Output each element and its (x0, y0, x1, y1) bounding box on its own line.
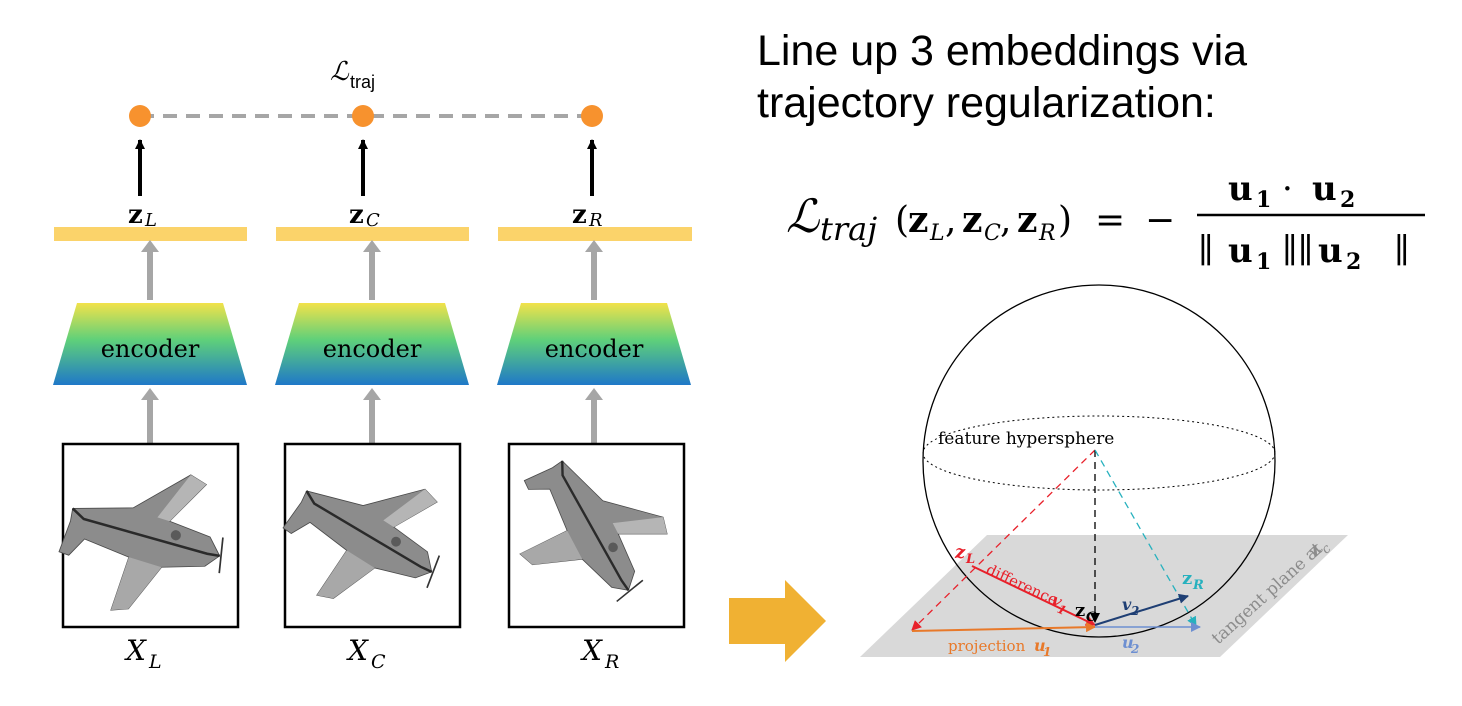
encoder-right (497, 303, 691, 385)
vector-v1 (971, 565, 1096, 626)
encoder-center-label: encoder (323, 335, 422, 363)
x-left-sub: L (148, 651, 162, 673)
numerator-u1-sub: 1 (1256, 187, 1271, 213)
node-center (352, 105, 374, 127)
gray-arrowhead-enc-center (363, 240, 381, 252)
formula-arg-3-sub: R (1038, 221, 1056, 246)
gray-arrowhead-img-left (141, 388, 159, 400)
formula-lhs-sub: traj (820, 210, 877, 248)
headline-line-2: trajectory regularization: (757, 79, 1216, 127)
denominator-mid-norm: ∥∥ (1282, 231, 1313, 271)
gray-arrowhead-enc-right (585, 240, 603, 252)
z-left-base: z (128, 200, 143, 230)
loss-label-sub: traj (350, 72, 375, 92)
embedding-bar-left (54, 227, 247, 241)
headline: Line up 3 embeddings via trajectory regu… (757, 25, 1447, 129)
u1-label-sub: 1 (1043, 645, 1051, 659)
encoder-left-label: encoder (101, 335, 200, 363)
zR-label: z (1182, 568, 1192, 589)
formula-arg-1-sub: L (929, 221, 945, 246)
z-right-base: z (572, 200, 587, 230)
formula-arg-z2: z (962, 199, 982, 241)
z-left-sub: L (144, 210, 157, 231)
projection-label: projection (948, 637, 1026, 655)
zL-label: z (954, 542, 966, 563)
formula-comma-2: , (1000, 200, 1011, 241)
loss-label: ℒ traj (330, 57, 375, 92)
z-center-base: z (349, 200, 364, 230)
denominator-u1-sub: 1 (1256, 249, 1271, 275)
x-center-sub: C (371, 651, 386, 673)
loss-label-script: ℒ (330, 57, 350, 87)
gray-arrowhead-enc-left (141, 240, 159, 252)
branch-right: z R encoder X R (485, 139, 692, 673)
x-right-sub: R (604, 651, 619, 673)
formula-arg-2-sub: C (984, 221, 1001, 246)
formula-equals: = (1095, 200, 1125, 241)
zL-label-sub: L (965, 552, 975, 567)
zC-label-sub: C (1086, 610, 1097, 625)
denominator-u2-sub: 2 (1346, 249, 1361, 275)
gray-arrowhead-img-center (363, 388, 381, 400)
formula-open-paren: ( (895, 200, 909, 241)
v2-label: v (1122, 595, 1132, 614)
denominator-u1: u (1228, 231, 1253, 271)
numerator-dot: · (1282, 169, 1293, 209)
feature-hypersphere (922, 284, 1276, 638)
denominator-open-norm: ∥ (1198, 231, 1214, 271)
denominator-u2: u (1318, 231, 1343, 271)
formula-arg-z1: z (908, 199, 928, 241)
formula-lhs-script: ℒ (786, 189, 820, 243)
ray-to-zL (911, 449, 1096, 631)
headline-line-1: Line up 3 embeddings via (757, 27, 1248, 75)
numerator-u2-sub: 2 (1340, 187, 1355, 213)
encoder-center (275, 303, 469, 385)
hypersphere-label: feature hypersphere (938, 429, 1114, 449)
denominator-close-norm: ∥ (1394, 231, 1410, 271)
formula-comma-1: , (945, 200, 956, 241)
formula-arg-z3: z (1017, 199, 1037, 241)
branch-left: z L encoder X L (49, 139, 247, 673)
u1-label: u (1034, 636, 1046, 655)
v2-label-sub: 2 (1130, 604, 1139, 618)
u2-label-sub: 2 (1130, 642, 1139, 656)
zC-label: z (1075, 600, 1085, 621)
encoder-right-label: encoder (545, 335, 644, 363)
trajectory-loss-formula: ℒ traj ( z L , z C , z R ) = − u 1 · u 2… (786, 169, 1425, 275)
tangent-plane (860, 535, 1348, 657)
gray-arrowhead-img-right (585, 388, 603, 400)
x-center-base: X (346, 634, 369, 667)
transition-arrow-icon (729, 580, 826, 662)
x-left-base: X (124, 634, 147, 667)
vector-u1 (911, 622, 1096, 633)
u2-label: u (1122, 633, 1134, 652)
node-left (129, 105, 151, 127)
embedding-bar-center (276, 227, 469, 241)
embedding-bar-right (498, 227, 692, 241)
numerator-u1: u (1228, 169, 1253, 209)
node-right (581, 105, 603, 127)
x-right-base: X (580, 634, 603, 667)
branch-center: z C encoder X C (262, 139, 469, 673)
z-center-sub: C (366, 210, 380, 231)
hypersphere-illustration: feature hypersphere z L z C z R differen… (860, 284, 1348, 659)
formula-minus: − (1145, 200, 1175, 241)
z-right-sub: R (588, 210, 603, 231)
sphere-equator (922, 415, 1276, 491)
vector-v2 (1094, 593, 1189, 626)
numerator-u2: u (1312, 169, 1337, 209)
encoder-left (53, 303, 247, 385)
zR-label-sub: R (1192, 578, 1204, 593)
formula-close-paren: ) (1058, 200, 1072, 241)
